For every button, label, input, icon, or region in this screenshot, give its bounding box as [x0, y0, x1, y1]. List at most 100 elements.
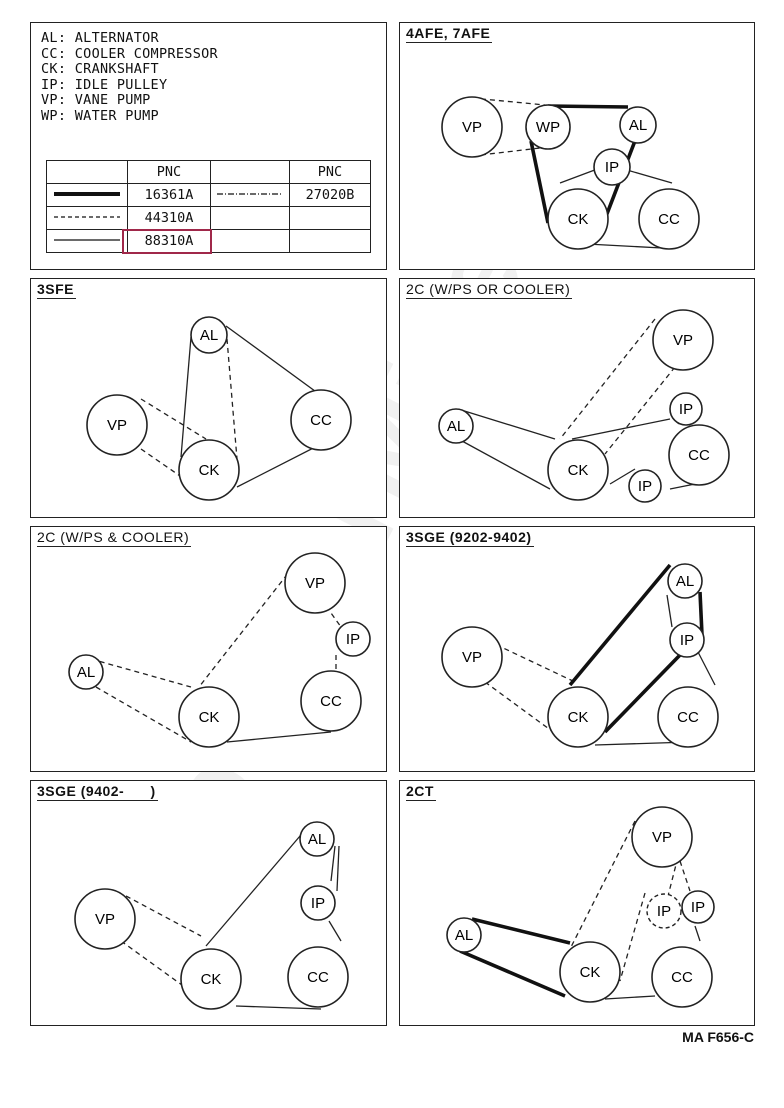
panel-title: 2C (W/PS OR COOLER) — [406, 281, 573, 299]
ip-label: IP — [638, 478, 652, 495]
al-pulley — [438, 408, 474, 444]
wp-pulley — [525, 104, 571, 150]
cc-label: CC — [320, 693, 342, 710]
legend-line-ck: CK: CRANKSHAFT — [41, 61, 159, 77]
panel-3sge-9202-9402: 3SGE (9202-9402) AL VP IP CK CC — [399, 526, 755, 772]
legend-line-al: AL: ALTERNATOR — [41, 30, 159, 46]
pnc-value-thick: 16361A — [127, 183, 211, 207]
cc-pulley — [668, 424, 730, 486]
vp-label: VP — [462, 119, 482, 136]
legend-line-vp: VP: VANE PUMP — [41, 92, 151, 108]
panel-2ct: 2CT VP IP IP AL CK CC — [399, 780, 755, 1026]
cc-pulley — [290, 389, 352, 451]
thick-line-sample — [46, 183, 128, 207]
legend-line-cc: CC: COOLER COMPRESSOR — [41, 45, 218, 62]
cc-label: CC — [658, 211, 680, 228]
panel-title: 2CT — [406, 783, 436, 801]
ip-label: IP — [605, 159, 619, 176]
vp-label: VP — [462, 649, 482, 666]
panel-title: 2C (W/PS & COOLER) — [37, 529, 192, 547]
legend-line-ip: IP: IDLE PULLEY — [41, 76, 168, 93]
highlight-box — [122, 229, 212, 254]
cc-label: CC — [307, 969, 329, 986]
al-label: AL — [77, 664, 95, 681]
panel-title: 3SFE — [37, 281, 77, 299]
ck-pulley — [547, 439, 609, 501]
ip-label: IP — [691, 899, 705, 916]
dashed-line-sample — [46, 206, 128, 230]
ip-pulley — [335, 621, 371, 657]
cc-pulley — [300, 670, 362, 732]
vp-pulley — [86, 394, 148, 456]
al-pulley — [299, 821, 335, 857]
cc-pulley — [657, 686, 719, 748]
pnc-value-thin: 88310A — [122, 229, 212, 254]
ip-label: IP — [346, 631, 360, 648]
vp-label: VP — [95, 911, 115, 928]
al-label: AL — [447, 418, 465, 435]
ck-label: CK — [580, 964, 601, 981]
legend-line-wp: WP: WATER PUMP — [41, 107, 159, 124]
panel-3sge-9402: 3SGE (9402- ) AL VP IP CK CC — [30, 780, 387, 1026]
belt-diagram: VP IP IP AL CK CC — [446, 806, 715, 1008]
ck-label: CK — [199, 709, 220, 726]
ck-pulley — [547, 188, 609, 250]
panel-4afe-7afe: 4AFE, 7AFE VP WP AL IP CK CC — [399, 22, 755, 270]
panel-2c-ps-and-cooler: 2C (W/PS & COOLER) VP IP AL CC CK — [30, 526, 387, 772]
ip-pulley — [669, 622, 705, 658]
al-pulley — [190, 316, 228, 354]
al-label: AL — [308, 831, 326, 848]
al-pulley — [68, 654, 104, 690]
al-label: AL — [629, 117, 647, 134]
empty-cell — [289, 206, 371, 230]
pnc-header-blank2 — [210, 160, 290, 184]
cc-label: CC — [677, 709, 699, 726]
cc-pulley — [651, 946, 713, 1008]
belt-diagram: VP WP AL IP CK CC — [441, 96, 700, 250]
ck-label: CK — [568, 211, 589, 228]
cc-label: CC — [310, 412, 332, 429]
al-label: AL — [200, 327, 218, 344]
ck-pulley — [547, 686, 609, 748]
panel-2c-ps-or-cooler: 2C (W/PS OR COOLER) VP IP AL CC CK IP — [399, 278, 755, 518]
ck-label: CK — [199, 462, 220, 479]
empty-cell — [210, 229, 290, 253]
ck-label: CK — [568, 709, 589, 726]
vp-pulley — [441, 626, 503, 688]
ck-pulley — [180, 948, 242, 1010]
vp-pulley — [284, 552, 346, 614]
pnc-value-dashed: 44310A — [127, 206, 211, 230]
panel-3sfe: 3SFE VP AL CC CK — [30, 278, 387, 518]
belt-diagram: AL VP IP CK CC — [441, 563, 719, 748]
al-pulley — [446, 917, 482, 953]
ip-pulley — [300, 885, 336, 921]
cc-label: CC — [671, 969, 693, 986]
vp-label: VP — [305, 575, 325, 592]
empty-cell — [289, 229, 371, 253]
pnc-table: PNC PNC 16361A 27020B 44310A 88310A — [46, 160, 371, 254]
pnc-header-blank — [46, 160, 128, 184]
ip-pulley-top — [669, 392, 703, 426]
ip-pulley — [681, 890, 715, 924]
belt-diagram: AL VP IP CK CC — [74, 821, 349, 1010]
ip-label: IP — [311, 895, 325, 912]
panel-title: 3SGE (9402- ) — [37, 783, 158, 801]
pnc-header-2: PNC — [289, 160, 371, 184]
dashdot-line-sample — [210, 183, 290, 207]
thin-line-sample — [46, 229, 128, 253]
vp-pulley — [74, 888, 136, 950]
vp-label: VP — [107, 417, 127, 434]
wp-label: WP — [536, 119, 560, 136]
pnc-header: PNC — [127, 160, 211, 184]
panel-title: 4AFE, 7AFE — [406, 25, 493, 43]
vp-pulley — [652, 309, 714, 371]
ip-pulley-bottom — [628, 469, 662, 503]
ip-label: IP — [680, 632, 694, 649]
ip-label: IP — [679, 401, 693, 418]
cc-pulley — [638, 188, 700, 250]
ip-pulley — [593, 148, 631, 186]
al-label: AL — [676, 573, 694, 590]
ip-pulley-dashed — [646, 893, 682, 929]
vp-pulley — [441, 96, 503, 158]
ck-pulley — [178, 686, 240, 748]
